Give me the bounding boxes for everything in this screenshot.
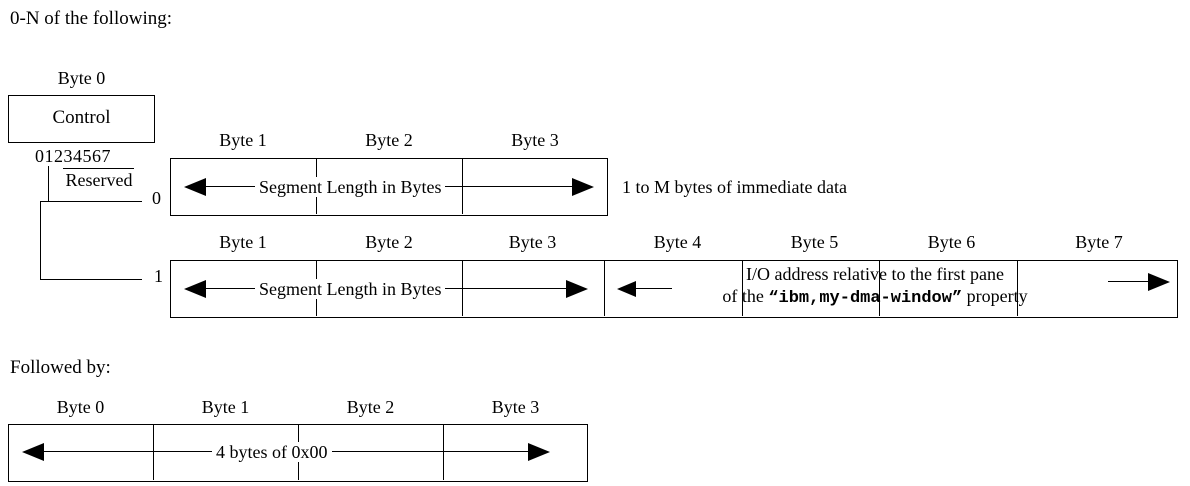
branch-trunk [40,201,42,280]
heading-followed-by: Followed by: [10,357,111,378]
row1-byte-label-6: Byte 6 [927,232,976,252]
row1-left-span-text: Segment Length in Bytes [255,279,446,299]
row0-byte-label-1: Byte 1 [219,130,267,150]
trailer-arrow-head-left [22,443,44,461]
io-line2-prefix: of the [722,286,769,306]
row1-byte-label-7: Byte 7 [1075,232,1123,252]
trailer-byte-label-2: Byte 2 [346,397,395,417]
row1-io-line-2: of the “ibm,my-dma-window” property [615,286,1135,309]
row1-divider-5 [878,261,880,317]
row1-right-arrow-head-left [617,281,636,297]
io-line2-suffix: property [962,286,1028,306]
control-box-label: Control [52,107,111,128]
trailer-byte-label-3: Byte 3 [491,397,540,417]
trailer-divider-1 [152,425,154,481]
row1-right-arrow-head-right [1148,273,1170,291]
control-bit-numbers: 01234567 [35,146,111,166]
branch-arm-1 [40,279,142,281]
branch-arm-0 [40,201,142,203]
trailer-divider-3 [442,425,444,481]
row-index-0: 0 [152,188,161,208]
trailer-byte-label-1: Byte 1 [201,397,250,417]
row1-right-arrow-line-right [1108,281,1151,283]
control-byte-label: Byte 0 [57,68,106,88]
reserved-overline [63,168,134,170]
row0-byte-label-2: Byte 2 [365,130,413,150]
row1-io-line-1: I/O address relative to the first pane [746,264,1004,284]
row0-arrow-head-left [184,178,206,196]
control-box: Control [8,95,155,143]
row1-right-arrow-line-left [636,288,672,290]
row1-byte-label-3: Byte 3 [508,232,557,252]
heading-top: 0-N of the following: [10,8,173,29]
bit0-tick [48,166,50,202]
row0-byte-label-3: Byte 3 [511,130,559,150]
row0-note: 1 to M bytes of immediate data [622,177,847,197]
row1-divider-3 [603,261,605,317]
reserved-label: Reserved [65,170,133,190]
row1-divider-6 [1016,261,1018,317]
row1-left-arrow-head-right [566,280,588,298]
row1-byte-label-2: Byte 2 [365,232,413,252]
trailer-span-text: 4 bytes of 0x00 [212,442,332,462]
row1-left-arrow-head-left [184,280,206,298]
row0-span-text: Segment Length in Bytes [255,177,446,197]
row1-divider-4 [741,261,743,317]
trailer-arrow-head-right [528,443,550,461]
row0-arrow-head-right [572,178,594,196]
row1-byte-label-1: Byte 1 [219,232,267,252]
row-index-1: 1 [154,266,163,286]
trailer-byte-label-0: Byte 0 [56,397,105,417]
row1-byte-label-5: Byte 5 [790,232,839,252]
row1-byte-label-4: Byte 4 [653,232,702,252]
io-line2-property: “ibm,my-dma-window” [768,289,963,308]
